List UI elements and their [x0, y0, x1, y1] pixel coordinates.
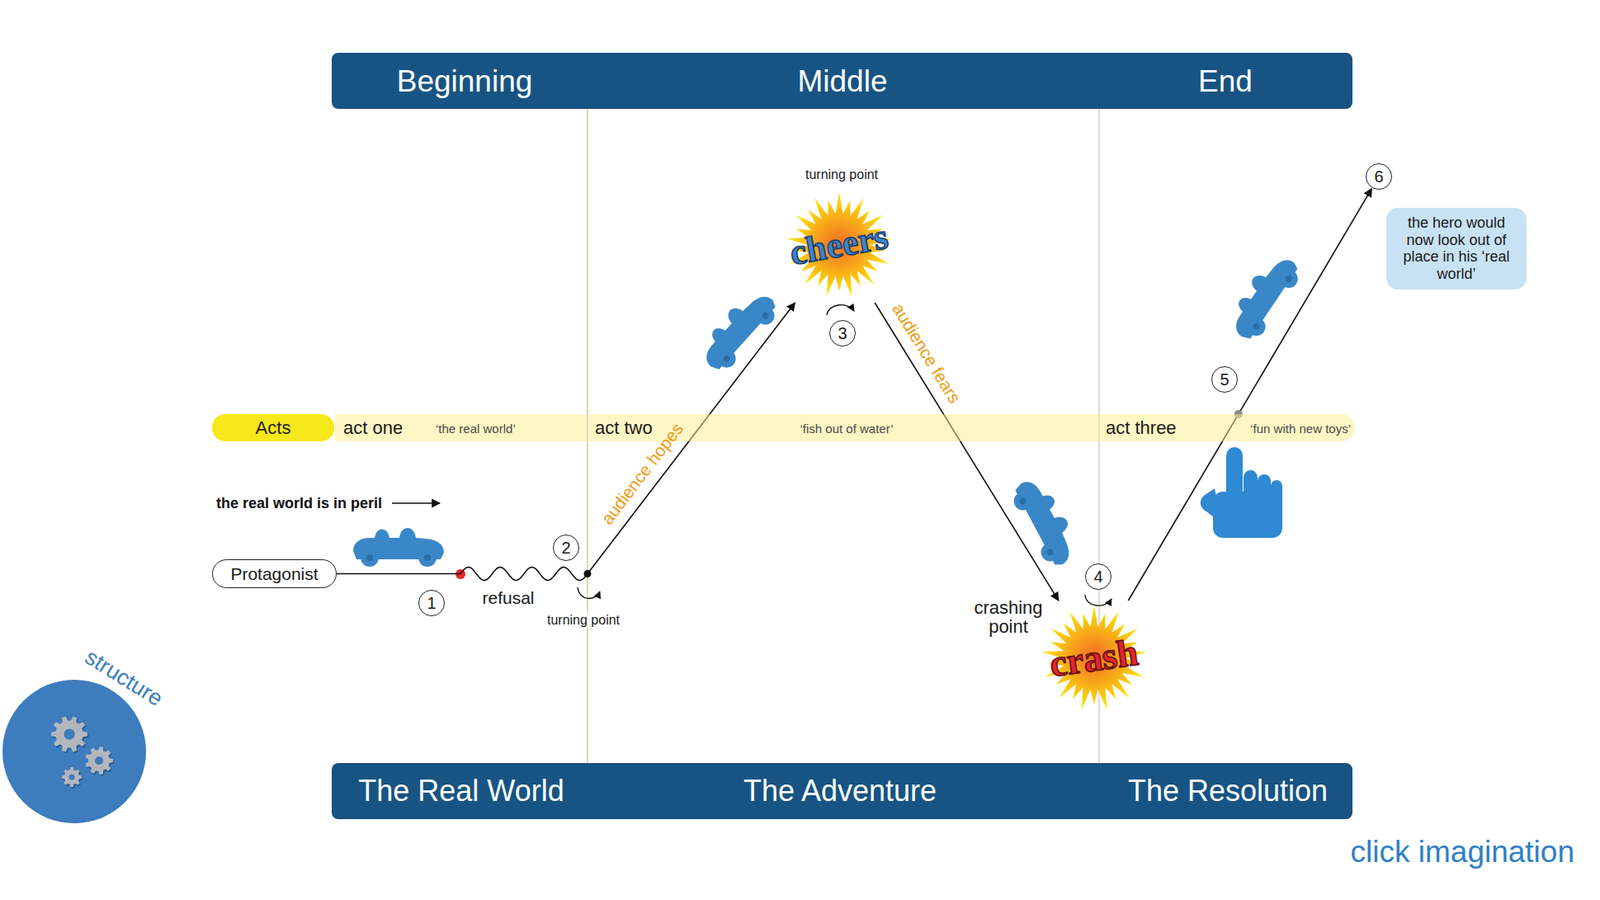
note-text: the hero would now look out of place in … — [1394, 214, 1519, 284]
section-title: The Adventure — [743, 776, 937, 807]
edge-label: audience fears — [888, 300, 963, 406]
story-arc — [874, 302, 1059, 601]
edge-label: audience hopes — [598, 420, 687, 529]
gear-hole — [63, 728, 75, 740]
turn-arrow — [577, 587, 600, 599]
section-band: The Real World The Adventure The Resolutio… — [331, 763, 1353, 820]
car-icon — [693, 283, 784, 378]
acts-pill: Acts — [212, 414, 335, 442]
act-text: act one — [343, 419, 403, 438]
callout-circle: 1 — [418, 589, 445, 617]
starburst — [786, 192, 892, 297]
section-title: End — [1198, 66, 1253, 97]
act-band: act three ‘fun with new toys’ — [1099, 414, 1355, 442]
callout-circle: 3 — [829, 320, 856, 347]
story-arc — [1128, 188, 1372, 601]
refusal-label: refusal — [481, 589, 534, 608]
act-text: ‘fun with new toys’ — [1250, 421, 1351, 435]
callout-circle: 6 — [1365, 163, 1393, 190]
act-band: act one ‘the real world’ — [335, 414, 587, 442]
peril-note: the real world is in peril — [216, 495, 383, 512]
turning-point-label: turning point — [805, 168, 878, 183]
structure-circle — [2, 679, 147, 824]
pointing-hand — [1200, 447, 1283, 539]
callout-circle: 5 — [1211, 366, 1238, 393]
story-arc — [336, 302, 795, 581]
gear-hole — [94, 756, 104, 765]
acts-title: Acts — [255, 419, 292, 438]
structure-badge: structure — [2, 679, 147, 824]
section-title: Beginning — [396, 66, 534, 97]
callout-number: 5 — [1219, 371, 1229, 388]
turn-arrow — [1085, 594, 1112, 606]
callout-number: 3 — [837, 325, 847, 342]
gear-icon — [51, 716, 88, 752]
protagonist-text: Protagonist — [230, 565, 318, 583]
section-band: Beginning Middle End — [331, 52, 1353, 109]
callout-circle: 2 — [552, 534, 580, 562]
callout-number: 1 — [426, 594, 436, 612]
gear-icon — [84, 746, 113, 775]
callout-number: 4 — [1093, 568, 1103, 586]
crashing-point-label: crashing point — [967, 598, 1050, 637]
car-icon — [1222, 248, 1306, 345]
callout-circle: 4 — [1085, 563, 1112, 590]
act-divider — [586, 108, 588, 764]
peril-arrow — [391, 502, 440, 505]
act-text: act two — [594, 419, 653, 438]
section-title: Middle — [797, 66, 888, 97]
callout-number: 6 — [1373, 168, 1383, 185]
callout-number: 2 — [561, 539, 571, 557]
cheers-burst: cheers — [773, 187, 906, 303]
burst-word: crash — [1047, 633, 1142, 684]
gear-icon — [61, 767, 82, 788]
act-text: ‘fish out of water’ — [799, 421, 893, 435]
gear-hole — [68, 774, 75, 780]
act-text: act three — [1105, 419, 1177, 438]
note-box: the hero would now look out of place in … — [1386, 207, 1527, 290]
hand-palm — [1212, 491, 1283, 539]
starburst — [1041, 605, 1147, 710]
car-icon — [353, 528, 444, 567]
car-icon — [1007, 472, 1085, 572]
act-text: ‘the real world’ — [435, 421, 516, 435]
turning-point-label: turning point — [544, 613, 623, 628]
section-title: The Real World — [358, 776, 564, 807]
badge-disc — [2, 679, 147, 824]
crash-burst: crash — [1028, 600, 1161, 717]
section-title: The Resolution — [1128, 776, 1328, 807]
turn-arrow — [826, 305, 855, 316]
watermark: click imagination — [1350, 836, 1575, 869]
protagonist-pill: Protagonist — [212, 559, 337, 589]
